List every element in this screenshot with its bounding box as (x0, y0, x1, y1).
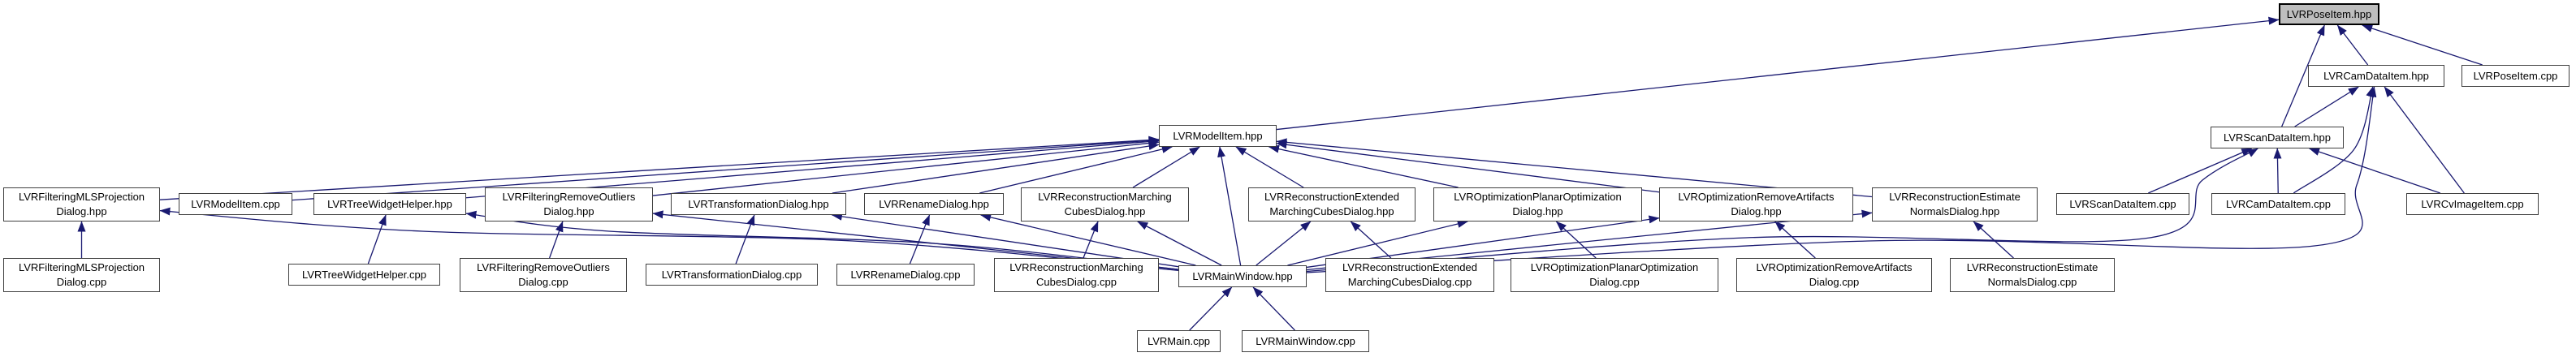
graph-node-model-cpp[interactable]: LVRModelItem.cpp (179, 193, 292, 215)
include-edge-mainwindow-hpp-to-mls-dialog-hpp (159, 207, 1179, 271)
include-edge-extmarching-hpp-to-model-hpp (1235, 146, 1304, 188)
graph-node-rename-hpp[interactable]: LVRRenameDialog.hpp (864, 193, 1004, 215)
include-edge-mls-dialog-hpp-to-model-hpp (159, 135, 1160, 200)
include-edge-outliers-cpp-to-outliers-hpp (548, 221, 564, 259)
include-edge-outliers-hpp-to-model-hpp (652, 139, 1160, 196)
graph-node-mls-dialog-hpp[interactable]: LVRFilteringMLSProjection Dialog.hpp (3, 187, 160, 222)
graph-node-planaropt-cpp[interactable]: LVROptimizationPlanarOptimization Dialog… (1511, 258, 1718, 292)
graph-node-transform-hpp[interactable]: LVRTransformationDialog.hpp (671, 193, 846, 215)
include-edge-mainwindow-hpp-to-scandata-hpp (1306, 148, 2258, 273)
graph-node-marching-hpp[interactable]: LVRReconstructionMarching CubesDialog.hp… (1021, 187, 1189, 222)
graph-node-mls-dialog-cpp[interactable]: LVRFilteringMLSProjection Dialog.cpp (3, 258, 160, 292)
include-edge-estnormals-cpp-to-estnormals-hpp (1973, 221, 2014, 259)
graph-node-cvimage-cpp[interactable]: LVRCvImageItem.cpp (2406, 193, 2539, 215)
graph-node-mainwindow-hpp[interactable]: LVRMainWindow.hpp (1178, 265, 1307, 287)
include-edge-mainwindow-hpp-to-treehelper-hpp (465, 210, 1179, 270)
include-edge-pose-cpp-to-pose-hpp (2362, 24, 2483, 66)
include-edge-scandata-hpp-to-camdata-hpp (2294, 86, 2359, 127)
include-edge-scandata-hpp-to-pose-hpp (2281, 24, 2325, 127)
include-edge-extmarching-cpp-to-extmarching-hpp (1350, 221, 1392, 259)
include-edge-mainwindow-hpp-to-rename-hpp (980, 213, 1196, 266)
graph-node-pose-hpp: LVRPoseItem.hpp (2279, 3, 2379, 25)
graph-node-scandata-hpp[interactable]: LVRScanDataItem.hpp (2211, 127, 2344, 148)
graph-node-pose-cpp[interactable]: LVRPoseItem.cpp (2461, 65, 2570, 87)
include-edge-cvimage-cpp-to-camdata-hpp (2384, 86, 2465, 194)
include-edge-planaropt-hpp-to-model-hpp (1268, 144, 1459, 188)
graph-node-scandata-cpp[interactable]: LVRScanDataItem.cpp (2056, 193, 2189, 215)
graph-node-removeart-hpp[interactable]: LVROptimizationRemoveArtifacts Dialog.hp… (1659, 187, 1853, 222)
include-edge-transform-hpp-to-model-hpp (832, 142, 1160, 194)
graph-node-treehelper-cpp[interactable]: LVRTreeWidgetHelper.cpp (288, 264, 440, 286)
graph-node-rename-cpp[interactable]: LVRRenameDialog.cpp (836, 264, 975, 286)
include-edge-model-cpp-to-model-hpp (292, 136, 1160, 201)
include-edge-treehelper-cpp-to-treehelper-hpp (367, 214, 387, 265)
graph-node-removeart-cpp[interactable]: LVROptimizationRemoveArtifacts Dialog.cp… (1736, 258, 1932, 292)
include-edge-marching-cpp-to-marching-hpp (1083, 221, 1099, 259)
graph-node-marching-cpp[interactable]: LVRReconstructionMarching CubesDialog.cp… (994, 258, 1159, 292)
graph-node-extmarching-hpp[interactable]: LVRReconstructionExtended MarchingCubesD… (1248, 187, 1416, 222)
include-edge-marching-hpp-to-model-hpp (1132, 146, 1200, 188)
graph-node-outliers-hpp[interactable]: LVRFilteringRemoveOutliers Dialog.hpp (485, 187, 653, 222)
graph-node-outliers-cpp[interactable]: LVRFilteringRemoveOutliers Dialog.cpp (460, 258, 627, 292)
include-edge-rename-hpp-to-model-hpp (979, 145, 1173, 194)
include-edge-camdata-cpp-to-camdata-hpp (2293, 86, 2375, 194)
graph-node-extmarching-cpp[interactable]: LVRReconstructionExtended MarchingCubesD… (1325, 258, 1494, 292)
include-edge-mainwindow-cpp-to-mainwindow-hpp (1252, 286, 1295, 331)
graph-node-treehelper-hpp[interactable]: LVRTreeWidgetHelper.hpp (313, 193, 466, 215)
include-edge-removeart-cpp-to-removeart-hpp (1774, 221, 1816, 259)
graph-node-estnormals-hpp[interactable]: LVRReconstructionEstimate NormalsDialog.… (1872, 187, 2038, 222)
graph-node-mainwindow-cpp[interactable]: LVRMainWindow.cpp (1242, 330, 1369, 352)
include-edge-camdata-cpp-to-scandata-hpp (2273, 148, 2282, 194)
include-edge-mainwindow-hpp-to-extmarching-hpp (1256, 221, 1312, 266)
include-edge-transform-cpp-to-transform-hpp (735, 214, 755, 265)
include-edge-mainwindow-hpp-to-planaropt-hpp (1287, 220, 1468, 266)
include-edge-removeart-hpp-to-model-hpp (1276, 140, 1660, 193)
include-edge-scandata-cpp-to-scandata-hpp (2148, 148, 2253, 194)
include-edge-mainwindow-hpp-to-marching-hpp (1137, 221, 1222, 266)
include-edge-rename-cpp-to-rename-hpp (909, 214, 931, 265)
graph-node-model-hpp[interactable]: LVRModelItem.hpp (1159, 125, 1277, 147)
graph-node-estnormals-cpp[interactable]: LVRReconstructionEstimate NormalsDialog.… (1950, 258, 2115, 292)
include-edge-planaropt-cpp-to-planaropt-hpp (1555, 221, 1597, 259)
graph-node-main-cpp[interactable]: LVRMain.cpp (1137, 330, 1221, 352)
include-edge-mainwindow-hpp-to-model-hpp (1217, 146, 1242, 266)
graph-node-transform-cpp[interactable]: LVRTransformationDialog.cpp (646, 264, 818, 286)
include-edge-camdata-hpp-to-pose-hpp (2336, 24, 2369, 66)
include-edge-mainwindow-hpp-to-camdata-hpp (1306, 86, 2377, 273)
graph-node-camdata-cpp[interactable]: LVRCamDataItem.cpp (2211, 193, 2345, 215)
include-edge-main-cpp-to-mainwindow-hpp (1189, 286, 1233, 331)
graph-node-planaropt-hpp[interactable]: LVROptimizationPlanarOptimization Dialog… (1433, 187, 1642, 222)
graph-node-camdata-hpp[interactable]: LVRCamDataItem.hpp (2308, 65, 2444, 87)
include-edge-cvimage-cpp-to-scandata-hpp (2309, 148, 2441, 194)
include-edge-model-hpp-to-pose-hpp (1276, 16, 2280, 131)
